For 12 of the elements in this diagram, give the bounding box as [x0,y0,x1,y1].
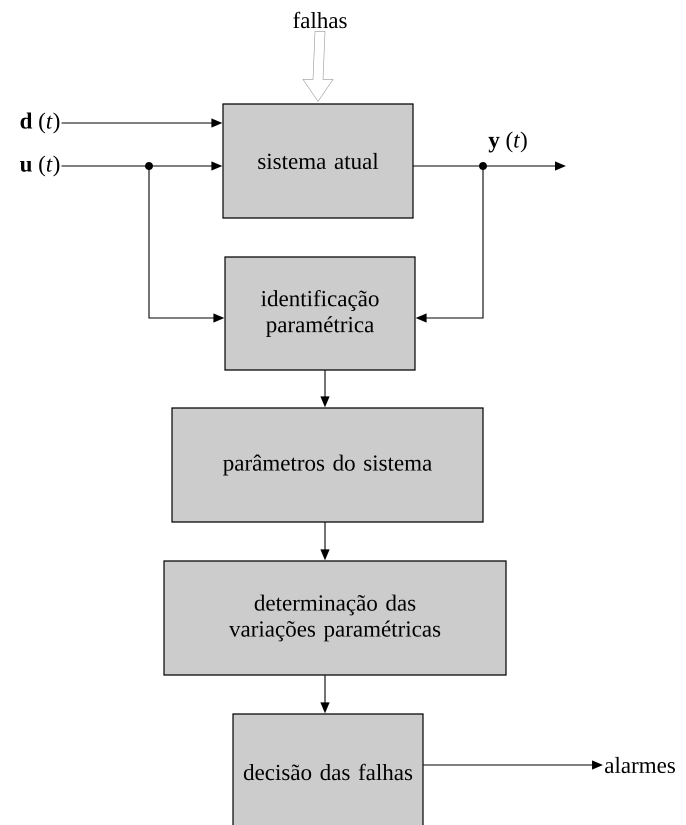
hollow-arrow [302,31,334,102]
process-box: identificação paramétrica [224,256,416,371]
edge-label: y (t) [487,130,529,154]
arrow [414,165,484,323]
process-box: decisão das falhas [232,713,424,825]
node-label: u (t) [20,156,60,176]
node-label: d (t) [20,112,60,134]
node-label: alarmes [605,756,675,774]
node-label: falhas [293,12,347,28]
process-box: parâmetros do sistema [171,407,484,523]
process-box: determinação das variações paramétricas [163,560,507,676]
process-box: sistema atual [222,103,414,219]
